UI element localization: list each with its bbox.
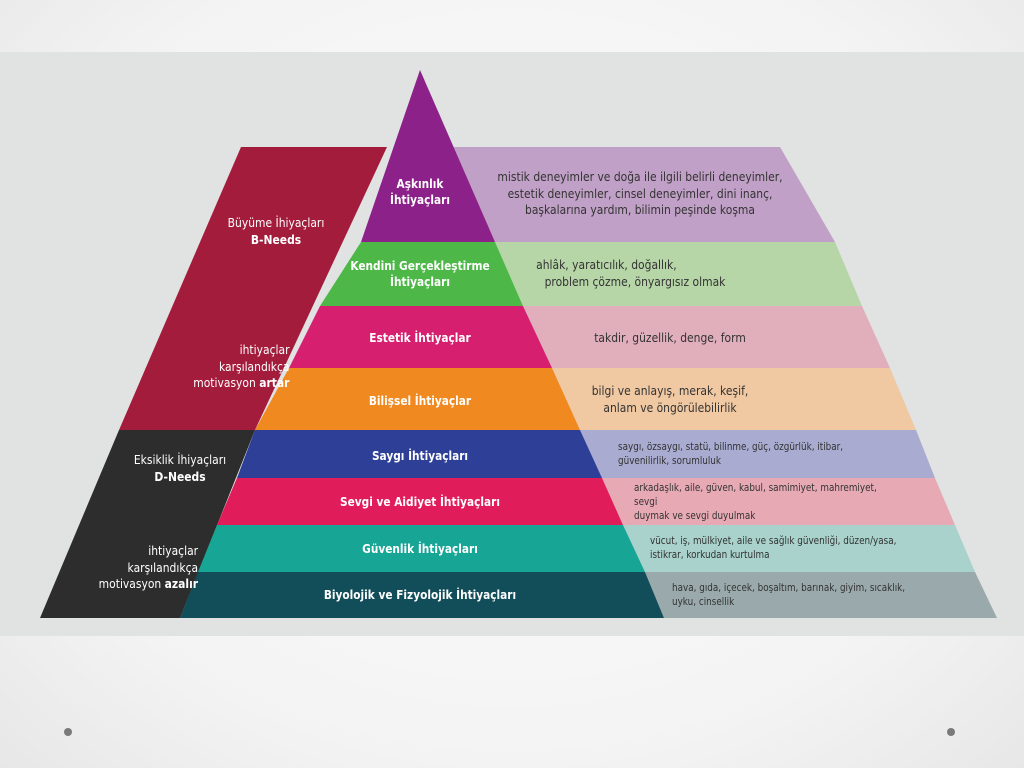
desc-band-2 (523, 306, 890, 368)
desc-band-4 (580, 430, 935, 478)
level-description-0: mistik deneyimler ve doğa ile ilgili bel… (497, 168, 783, 218)
deficiency-needs-title: Eksiklik İhiyaçları D-Needs (133, 452, 227, 484)
slide-nav-dot-right (947, 728, 955, 736)
level-label-7: Biyolojik ve Fizyolojik İhtiyaçları (323, 587, 517, 602)
level-label-2: Estetik İhtiyaçlar (369, 330, 471, 345)
level-label-3: Bilişsel İhtiyaçlar (368, 393, 472, 408)
level-description-5: arkadaşlık, aile, güven, kabul, samimiye… (634, 481, 877, 523)
level-description-3: bilgi ve anlayış, merak, keşif, anlam ve… (591, 383, 749, 415)
level-label-6: Güvenlik İhtiyaçları (362, 541, 478, 556)
level-band-4 (237, 430, 602, 478)
level-description-4: saygı, özsaygı, statü, bilinme, güç, özg… (618, 440, 844, 467)
level-band-6 (198, 525, 645, 572)
level-label-4: Saygı İhtiyaçları (371, 448, 469, 463)
growth-needs-title: Büyüme İhiyaçları B-Needs (227, 215, 325, 247)
level-description-2: takdir, güzellik, denge, form (594, 329, 746, 345)
level-band-2 (289, 306, 552, 368)
level-label-5: Sevgi ve Aidiyet İhtiyaçları (340, 494, 500, 509)
deficiency-needs-band (40, 430, 255, 618)
level-band-5 (217, 478, 623, 525)
level-band-0 (361, 70, 495, 242)
desc-band-0 (452, 147, 835, 242)
level-description-1: ahlâk, yaratıcılık, doğallık, problem çö… (536, 257, 726, 289)
desc-band-7 (645, 572, 997, 618)
deficiency-needs-note: ihtiyaçlar karşılandıkça motivasyon azal… (98, 542, 199, 592)
slide-nav-dot-left (64, 728, 72, 736)
level-description-6: vücut, iş, mülkiyet, aile ve sağlık güve… (650, 534, 897, 561)
growth-needs-note: ihtiyaçlar karşılandıkça motivasyon arta… (193, 341, 290, 391)
level-band-1 (320, 242, 523, 306)
desc-band-1 (495, 242, 862, 306)
desc-band-5 (602, 478, 955, 525)
desc-band-3 (552, 368, 916, 430)
level-band-3 (255, 368, 580, 430)
growth-needs-band (119, 147, 387, 430)
level-description-7: hava, gıda, içecek, boşaltım, barınak, g… (672, 581, 906, 608)
level-band-7 (180, 572, 664, 618)
desc-band-6 (623, 525, 975, 572)
